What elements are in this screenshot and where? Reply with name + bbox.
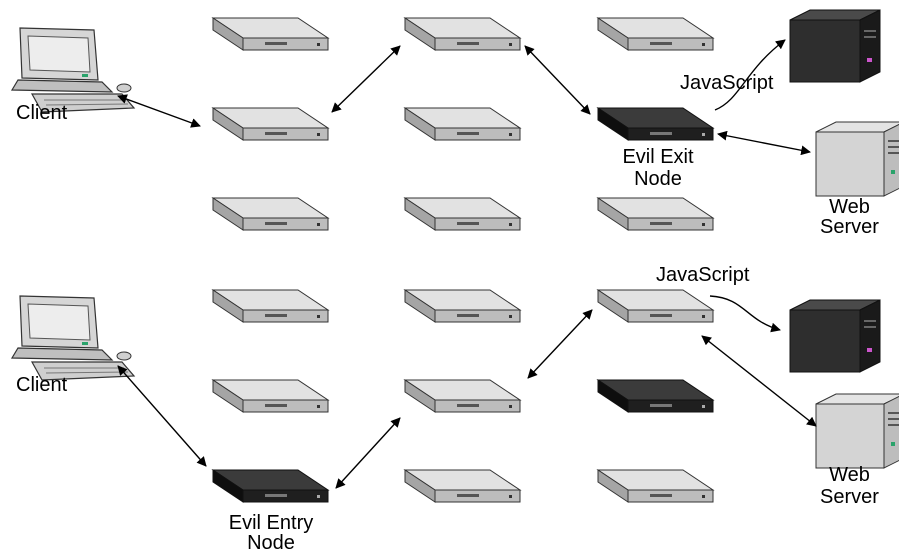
client-label-bottom: Client bbox=[16, 374, 68, 396]
evil-entry-label-line2: Node bbox=[247, 532, 295, 554]
web-server-label-bottom-line2: Server bbox=[820, 486, 879, 508]
client-computer-bottom bbox=[11, 295, 135, 381]
relay-node bbox=[404, 197, 521, 231]
web-server-bottom bbox=[815, 393, 899, 469]
relay-node bbox=[212, 379, 329, 413]
relay-node bbox=[404, 289, 521, 323]
javascript-label-bottom: JavaScript bbox=[656, 264, 750, 286]
arrow-middle-to-exit bbox=[524, 45, 591, 115]
arrow-entry-to-middle bbox=[331, 45, 401, 113]
web-server-label-bottom-line1: Web bbox=[829, 464, 870, 486]
arrow-exit-to-webserver bbox=[717, 130, 811, 156]
relay-node-middle-bottom bbox=[404, 379, 521, 413]
evil-entry-label-line1: Evil Entry bbox=[228, 512, 314, 534]
evil-exit-node bbox=[597, 107, 714, 141]
relay-node-entry-top bbox=[212, 107, 329, 141]
arrow-javascript-bottom bbox=[709, 295, 781, 333]
relay-node bbox=[597, 197, 714, 231]
web-server-label-top-line1: Web bbox=[829, 196, 870, 218]
javascript-label-top: JavaScript bbox=[680, 72, 774, 94]
arrow-middle-to-exit-bottom bbox=[527, 309, 593, 379]
relay-node bbox=[212, 289, 329, 323]
arrow-client-to-entry bbox=[117, 94, 201, 128]
client-label-top: Client bbox=[16, 102, 68, 124]
web-server-label-top-line2: Server bbox=[820, 216, 879, 238]
evil-exit-label-line2: Node bbox=[634, 168, 682, 190]
arrow-entry-to-middle-bottom bbox=[335, 417, 401, 489]
arrow-javascript-top bbox=[714, 39, 786, 111]
client-computer-top bbox=[11, 27, 135, 113]
relay-node bbox=[404, 17, 521, 51]
relay-node bbox=[597, 17, 714, 51]
javascript-server-bottom bbox=[789, 299, 881, 373]
evil-relay-node bbox=[597, 379, 714, 413]
evil-exit-label-line1: Evil Exit bbox=[622, 146, 694, 168]
web-server-top bbox=[815, 121, 899, 197]
arrow-client-to-evil-entry bbox=[117, 365, 207, 467]
javascript-server-top bbox=[789, 9, 881, 83]
relay-node bbox=[404, 469, 521, 503]
relay-node bbox=[404, 107, 521, 141]
relay-node bbox=[212, 197, 329, 231]
relay-node bbox=[212, 17, 329, 51]
arrow-exit-to-webserver-bottom bbox=[701, 335, 817, 427]
evil-entry-node bbox=[212, 469, 329, 503]
relay-node bbox=[597, 469, 714, 503]
relay-node-exit-bottom bbox=[597, 289, 714, 323]
